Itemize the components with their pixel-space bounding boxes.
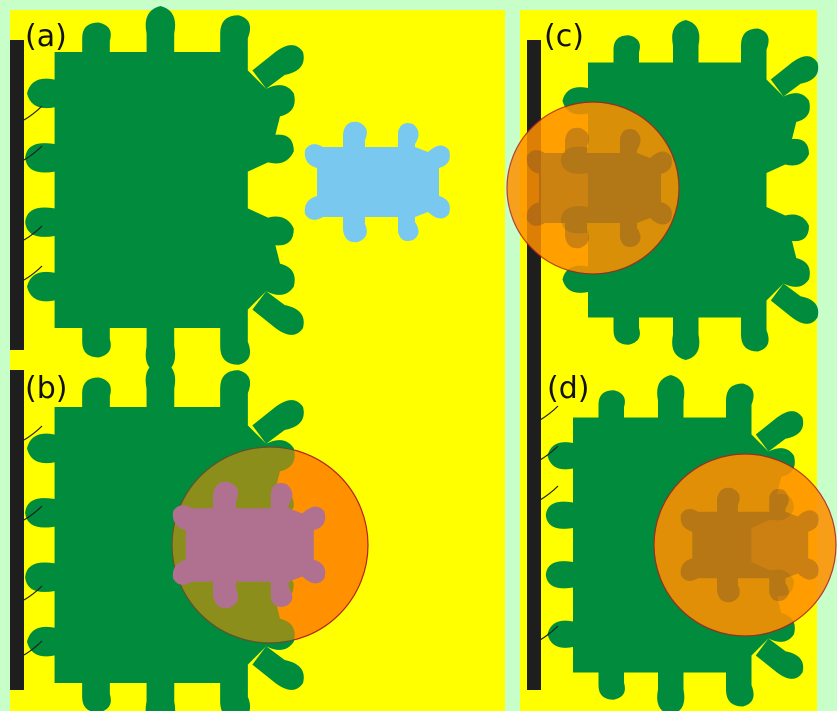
- panel-c-label: (c): [544, 19, 584, 54]
- panel-b-label: (b): [25, 371, 67, 406]
- membrane-b: [10, 370, 24, 690]
- membrane-c-lower: [527, 270, 541, 690]
- panel-d-label: (d): [547, 371, 589, 406]
- panel-d: (d): [540, 371, 836, 711]
- membrane-a: [10, 40, 24, 350]
- panel-a-label: (a): [25, 19, 67, 54]
